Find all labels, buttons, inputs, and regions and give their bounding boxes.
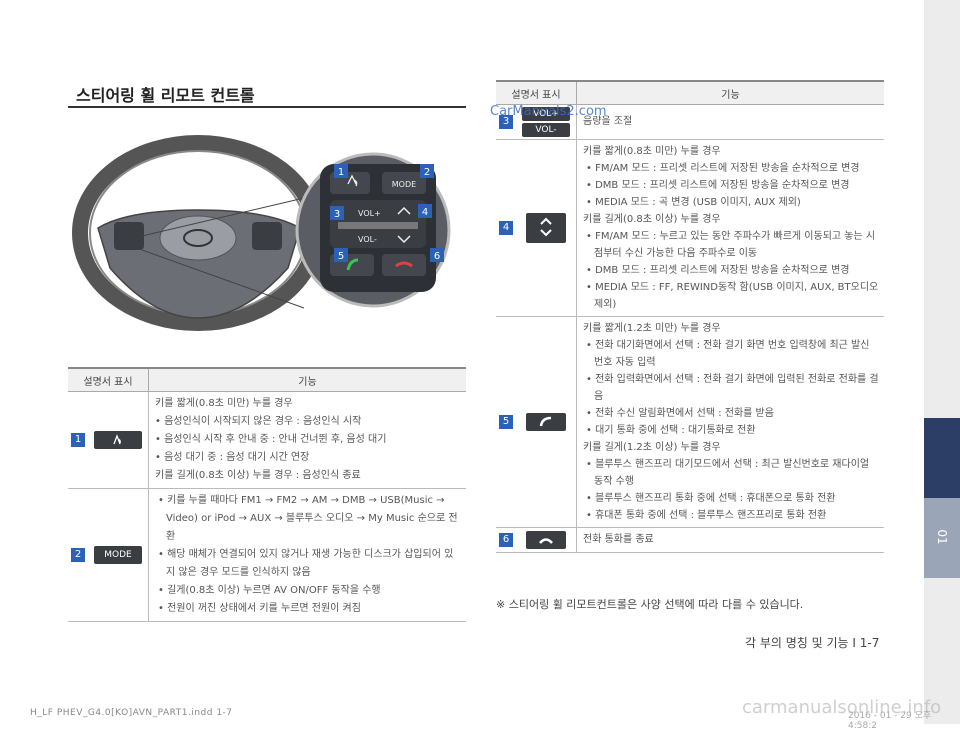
vol-minus-label: VOL- [358,235,377,244]
svg-text:3: 3 [334,209,340,220]
voice-icon [113,433,121,444]
desc-line: 키를 길게(0.8초 이상) 누를 경우 [583,214,721,225]
callout-2 [420,164,434,178]
desc-line: • 전화 입력화면에서 선택 : 전화 걸기 화면에 입력된 전화로 전화를 걸… [586,374,879,402]
svg-text:6: 6 [434,251,440,262]
table-row: 3 VOL+ VOL- 음량을 조절 [496,104,884,140]
row-number-badge: 3 [499,115,513,129]
callout-4 [418,204,432,218]
end-call-button-image [526,531,566,549]
page-footer: 각 부의 명칭 및 기능 I 1-7 [745,636,880,650]
desc-line: • DMB 모드 : 프리셋 리스트에 저장된 방송을 순차적으로 변경 [586,265,850,276]
desc-line: • FM/AM 모드 : 프리셋 리스트에 저장된 방송을 순차적으로 변경 [586,163,860,174]
right-function-table: 설명서 표시 기능 3 VOL+ VOL- 음량을 조절 4 키를 짧게(0.8… [496,80,884,553]
mode-button-image: MODE [94,546,142,564]
table-header-function: 기능 [148,367,466,392]
desc-line: 전화 통화를 종료 [583,534,654,545]
steering-wheel-graphic: MODE VOL+ VOL- 1 2 3 4 5 6 [72,135,451,331]
section-title-text: 스티어링 휠 리모트 컨트롤 [76,86,255,105]
desc-line: • 대기 통화 중에 선택 : 대기통화로 전환 [586,425,756,436]
chapter-number: 01 [935,529,949,545]
svg-text:1: 1 [338,167,344,178]
desc-line: • 음성인식이 시작되지 않은 경우 : 음성인식 시작 [155,416,362,427]
watermark-text: CarManuals2.com [490,104,607,119]
desc-line: 음량을 조절 [583,116,633,127]
desc-line: • MEDIA 모드 : 곡 변경 (USB 이미지, AUX 제외) [586,197,801,208]
table-header-icon: 설명서 표시 [496,80,577,105]
desc-line: • FM/AM 모드 : 누르고 있는 동안 주파수가 빠르게 이동되고 놓는 … [586,231,876,259]
table-header-icon: 설명서 표시 [68,367,149,392]
seek-up-down-icon [540,217,552,237]
end-call-icon [395,261,413,268]
row-number-badge: 4 [499,221,513,235]
footnote: ※ 스티어링 휠 리모트컨트롤은 사양 선택에 따라 다를 수 있습니다. [496,598,804,611]
row-number-badge: 2 [71,548,85,562]
table-header-function: 기능 [576,80,884,105]
desc-line: • MEDIA 모드 : FF, REWIND동작 함(USB 이미지, AUX… [586,282,879,310]
vol-up-button-image: VOL+ [522,107,570,121]
desc-line: • 음성인식 시작 후 안내 중 : 안내 건너뛴 후, 음성 대기 [155,434,387,445]
desc-line: • 키를 누를 때마다 FM1 → FM2 → AM → DMB → USB(M… [158,495,458,542]
table-row: 4 키를 짧게(0.8초 미만) 누를 경우 • FM/AM 모드 : 프리셋 … [496,139,884,317]
desc-line: 키를 짧게(0.8초 미만) 누를 경우 [155,398,293,409]
file-footer: H_LF PHEV_G4.0[KO]AVN_PART1.indd 1-7 [30,708,233,718]
vol-down-button-image: VOL- [522,123,570,137]
callout-1 [334,164,348,178]
callout-3 [330,206,344,220]
desc-line: • 음성 대기 중 : 음성 대기 시간 연장 [155,452,310,463]
chapter-side-tab [924,0,960,724]
row-number-badge: 5 [499,415,513,429]
watermark-bottom-text: carmanualsonline.info [742,697,942,718]
desc-line: • 블루투스 핸즈프리 통화 중에 선택 : 휴대폰으로 통화 전환 [586,493,836,504]
desc-line: 키를 길게(1.2초 이상) 누를 경우 [583,442,721,453]
desc-line: • 전원이 꺼진 상태에서 키를 누르면 전원이 켜짐 [158,603,361,614]
voice-icon [347,174,358,187]
call-icon [346,258,359,271]
desc-line: 키를 짧게(1.2초 미만) 누를 경우 [583,323,721,334]
svg-text:5: 5 [338,251,344,262]
wheel-hub [97,209,301,319]
table-row: 6 전화 통화를 종료 [496,527,884,553]
vol-plus-label: VOL+ [358,209,381,218]
end-call-icon [539,537,553,544]
callout-5 [334,248,348,262]
table-row: 5 키를 짧게(1.2초 미만) 누를 경우 • 전화 대기화면에서 선택 : … [496,316,884,528]
voice-button-image [94,431,142,449]
chapter-tab-active [924,418,960,498]
table-row: 1 키를 짧게(0.8초 미만) 누를 경우 • 음성인식이 시작되지 않은 경… [68,391,466,489]
steering-wheel-illustration: MODE VOL+ VOL- 1 2 3 4 5 6 [68,118,468,363]
desc-line: • 전화 대기화면에서 선택 : 전화 걸기 화면 번호 입력창에 최근 발신 … [586,340,870,368]
desc-line: 키를 길게(0.8초 이상) 누를 경우 : 음성인식 종료 [155,470,361,481]
desc-line: • 해당 매체가 연결되어 있지 않거나 재생 가능한 디스크가 삽입되어 있지… [158,549,454,578]
table-row: 2 MODE • 키를 누를 때마다 FM1 → FM2 → AM → DMB … [68,488,466,622]
date-footer: 2016 - 01 - 29 오후 4:58:2 [848,711,932,731]
desc-line: • 전화 수신 알림화면에서 선택 : 전화를 받음 [586,408,774,419]
section-title: 스티어링 휠 리모트 컨트롤 [68,80,466,108]
svg-text:4: 4 [422,207,428,218]
call-icon [539,416,552,426]
desc-line: • 블루투스 핸즈프리 대기모드에서 선택 : 최근 발신번호로 재다이얼 동작… [586,459,870,487]
brand-logo-icon [183,229,213,247]
row-number-badge: 6 [499,533,513,547]
mode-button-label: MODE [392,180,416,189]
desc-line: 키를 짧게(0.8초 미만) 누를 경우 [583,146,721,157]
callout-6 [430,248,444,262]
chapter-tab-secondary [924,498,960,578]
desc-line: • 휴대폰 통화 중에 선택 : 블루투스 핸즈프리로 통화 전환 [586,510,827,521]
call-button-image [526,413,566,431]
row-number-badge: 1 [71,433,85,447]
desc-line: • 길게(0.8초 이상) 누르면 AV ON/OFF 동작을 수행 [158,585,381,596]
seek-button-image [526,213,566,243]
svg-text:2: 2 [424,167,430,178]
desc-line: • DMB 모드 : 프리셋 리스트에 저장된 방송을 순차적으로 변경 [586,180,850,191]
left-function-table: 설명서 표시 기능 1 키를 짧게(0.8초 미만) 누를 경우 • 음성인식이… [68,367,466,622]
